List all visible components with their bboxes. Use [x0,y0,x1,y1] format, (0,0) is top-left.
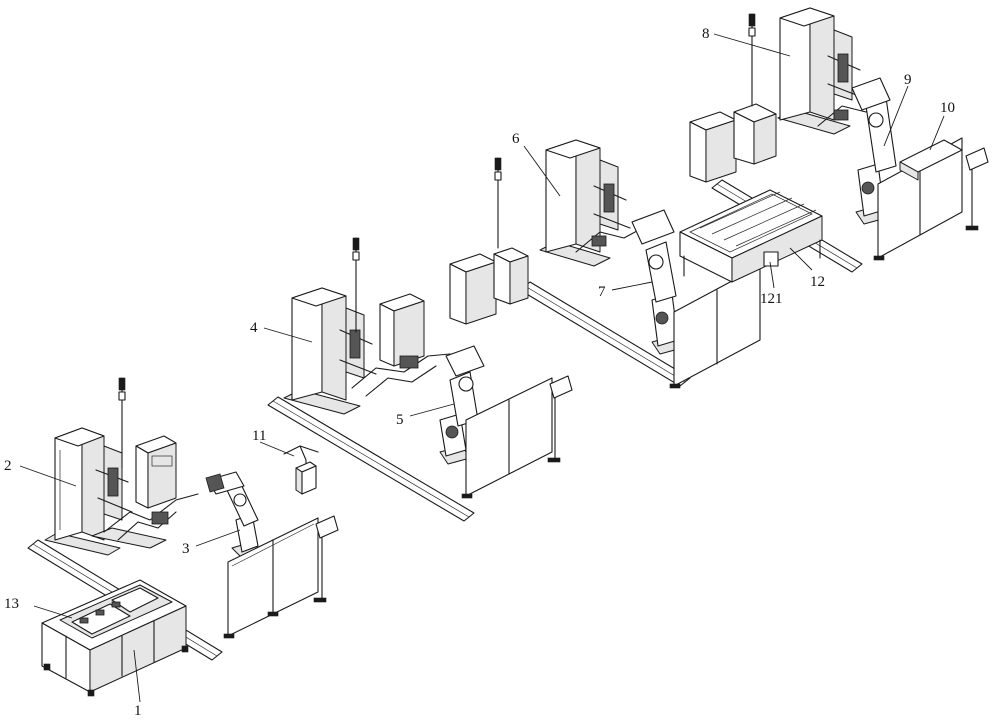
floor-rail-2 [268,397,474,521]
callout-11: 11 [252,428,266,444]
leader-3 [196,530,240,546]
safety-fence-2 [462,378,552,498]
welding-machine-8 [778,8,864,134]
fixture-2 [352,354,450,396]
callout-121: 121 [760,291,783,307]
control-cabinet-1 [136,436,176,508]
control-cabinet-3 [450,254,496,324]
leader-7 [612,282,652,290]
control-cabinet-4 [690,112,736,182]
callout-9: 9 [904,72,912,88]
callout-1: 1 [134,703,142,719]
leader-11 [260,442,294,456]
callout-7: 7 [598,284,606,300]
callout-12: 12 [810,274,825,290]
callout-10: 10 [940,100,955,116]
callout-3: 3 [182,541,190,557]
transformer-4 [734,104,776,164]
safety-fence-1 [224,518,318,638]
control-cabinet-2 [380,294,424,366]
safety-fence-3 [670,266,760,388]
sensor-121 [764,252,778,266]
callout-13: 13 [4,596,19,612]
welding-machine-6 [540,140,630,266]
callout-4: 4 [250,320,258,336]
callout-8: 8 [702,26,710,42]
callout-5: 5 [396,412,404,428]
robot-3 [206,472,262,558]
unloading-table-12 [680,190,822,282]
leader-12 [790,248,812,270]
leader-5 [410,404,454,416]
callout-6: 6 [512,131,520,147]
signal-tower-4 [749,14,755,106]
stand-11 [284,446,318,494]
welding-machine-4 [284,288,376,414]
signal-tower-3 [495,158,501,248]
callout-2: 2 [4,458,12,474]
transformer-3 [494,248,528,304]
operator-panel-4 [966,148,988,230]
